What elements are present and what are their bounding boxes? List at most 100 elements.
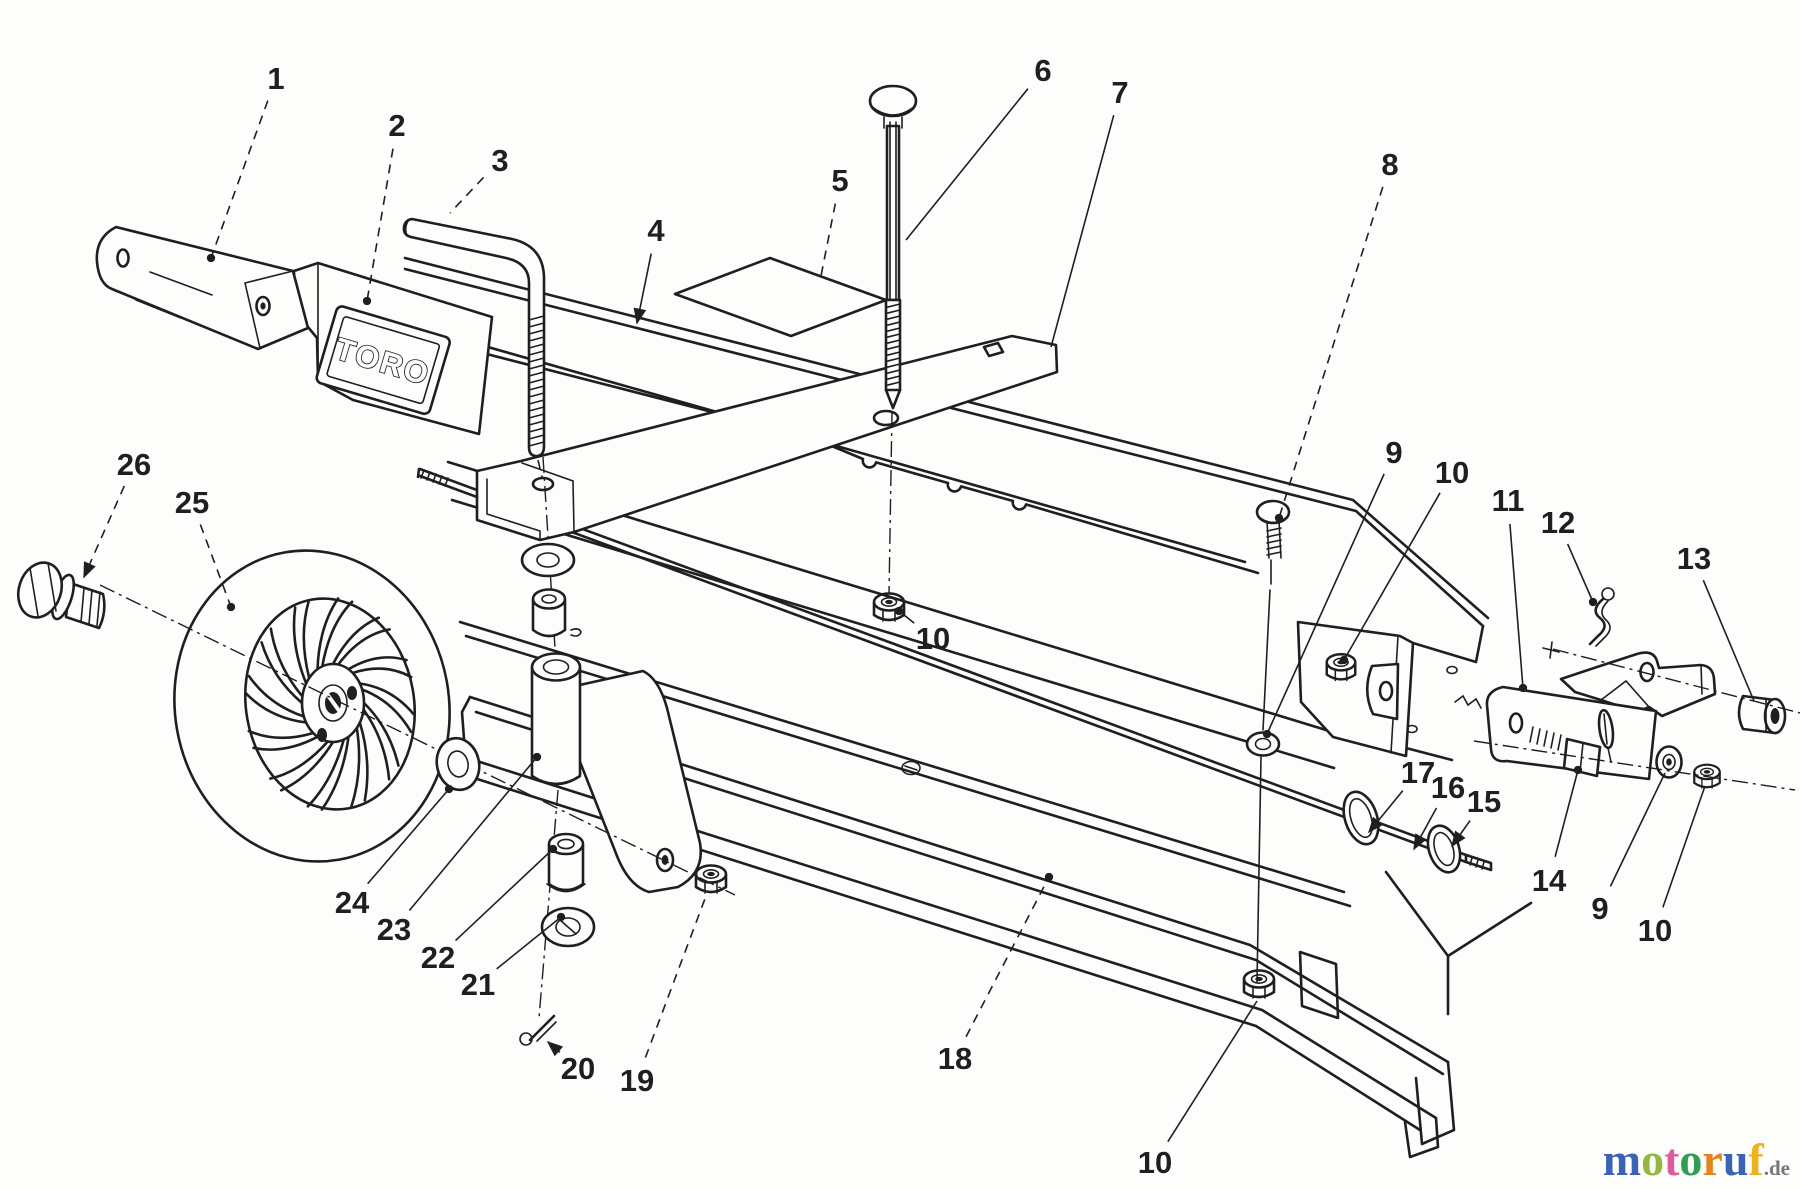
- handle-tube-1: [95, 225, 310, 351]
- wheel-25: [99, 549, 736, 896]
- callout-12: 12: [1541, 505, 1598, 607]
- ring-15: [1426, 824, 1462, 874]
- part-number-5: 5: [831, 163, 848, 198]
- carriage-bolt-6: [868, 84, 918, 595]
- wheel-spoke: [321, 600, 354, 668]
- part-number-14: 14: [1532, 863, 1567, 898]
- bushing-top: [531, 588, 582, 638]
- callout-22: 22: [421, 844, 558, 975]
- part-number-18: 18: [938, 1041, 972, 1076]
- part-number-6: 6: [1034, 53, 1051, 88]
- wheel-spoke: [336, 628, 391, 666]
- wheel-spoke: [279, 740, 335, 792]
- callout-17: 17: [1367, 755, 1435, 834]
- part-number-13: 13: [1677, 541, 1711, 576]
- callout-26: 26: [83, 447, 151, 579]
- callout-11: 11: [1492, 483, 1528, 693]
- part-number-10: 10: [1638, 913, 1672, 948]
- bolt-26: [16, 561, 106, 630]
- bushing-22: [546, 832, 586, 893]
- watermark-suffix: .de: [1763, 1156, 1790, 1180]
- wheel-spoke: [247, 729, 315, 740]
- washer-24: [435, 736, 481, 792]
- ring-17: [1342, 790, 1380, 846]
- wheel-spoke: [247, 674, 306, 718]
- part-number-9: 9: [1591, 891, 1608, 926]
- callout-1: 1: [206, 61, 285, 263]
- axis-line: [1552, 648, 1800, 714]
- wheel-spoke: [350, 726, 361, 808]
- wheel-spoke: [306, 738, 345, 808]
- hex-nut: [1693, 763, 1721, 789]
- deck-end-bracket: [1296, 620, 1415, 758]
- watermark-letter: o: [1679, 1134, 1703, 1185]
- watermark-word: motoruf: [1603, 1134, 1764, 1185]
- v-bracket: [1559, 651, 1717, 718]
- callout-8: 8: [1274, 147, 1399, 523]
- part-number-3: 3: [491, 143, 508, 178]
- callout-25: 25: [175, 485, 236, 612]
- plus-mark: [1542, 641, 1560, 659]
- strut-arm: [563, 669, 703, 894]
- part-number-17: 17: [1401, 755, 1435, 790]
- nut-13: [1737, 694, 1787, 735]
- part-number-23: 23: [377, 912, 411, 947]
- wheel-spoke: [358, 721, 369, 802]
- part-number-16: 16: [1431, 770, 1465, 805]
- callout-10: 10: [894, 606, 950, 656]
- cotter-pin-20: [519, 1014, 557, 1046]
- callout-5: 5: [819, 163, 849, 282]
- callout-10: 10: [1138, 1000, 1258, 1180]
- part-number-4: 4: [647, 213, 665, 248]
- part-number-20: 20: [561, 1051, 595, 1086]
- part-number-7: 7: [1111, 75, 1128, 110]
- axis-line: [1473, 740, 1796, 791]
- watermark-letter: r: [1702, 1134, 1723, 1185]
- pivot-rod-16: [416, 467, 1493, 874]
- part-number-19: 19: [620, 1063, 654, 1098]
- callout-19: 19: [620, 895, 707, 1098]
- callout-10: 10: [1638, 785, 1706, 948]
- hex-nut: [694, 864, 728, 894]
- wheel-spoke: [331, 616, 381, 666]
- part-number-26: 26: [117, 447, 151, 482]
- washer-top: [520, 542, 576, 578]
- part-number-24: 24: [335, 885, 370, 920]
- wheel-spoke: [320, 735, 350, 811]
- part-number-10: 10: [1435, 455, 1469, 490]
- part-number-10: 10: [916, 621, 950, 656]
- callout-14: 14: [1532, 765, 1583, 898]
- wheel-spoke: [358, 682, 415, 716]
- spacer-23: [530, 652, 582, 786]
- decal-5: [673, 256, 888, 338]
- callout-16: 16: [1413, 770, 1465, 851]
- wheel-spoke: [362, 701, 400, 767]
- wheel-spoke: [360, 688, 413, 734]
- wheel-spoke: [302, 600, 311, 680]
- callout-9: 9: [1591, 772, 1666, 926]
- cotter-pin-12: [1588, 587, 1615, 647]
- wheel-spoke: [292, 606, 308, 685]
- callout-24: 24: [335, 784, 454, 920]
- washer-9b: [1655, 745, 1683, 779]
- callout-20: 20: [546, 1040, 595, 1086]
- callout-6: 6: [905, 53, 1052, 241]
- watermark-motoruf[interactable]: motoruf.de: [1603, 1137, 1790, 1183]
- part-number-9: 9: [1385, 435, 1402, 470]
- watermark-letter: m: [1602, 1134, 1642, 1185]
- watermark-letter: u: [1722, 1134, 1749, 1185]
- hex-nut: [1242, 969, 1276, 999]
- callout-18: 18: [938, 872, 1054, 1076]
- washer-9a: [1245, 731, 1281, 757]
- wheel-spoke: [260, 641, 304, 705]
- callout-21: 21: [461, 912, 566, 1002]
- toro-plate: TORO: [315, 305, 451, 416]
- part-number-22: 22: [421, 940, 455, 975]
- part-number-2: 2: [388, 108, 405, 143]
- wheel-spoke: [347, 656, 408, 671]
- callout-7: 7: [1050, 75, 1129, 348]
- wheel-spoke: [269, 627, 304, 698]
